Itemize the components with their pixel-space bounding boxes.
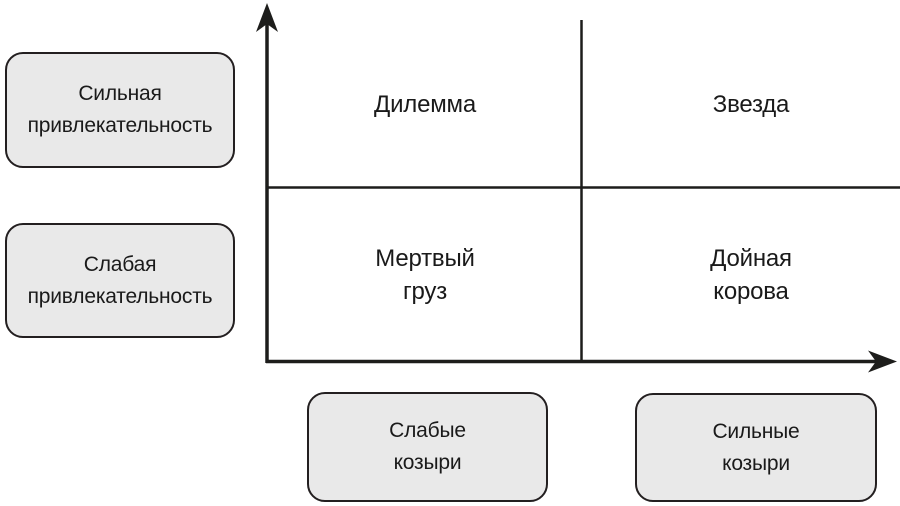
quadrant-label-text: Дойная (710, 245, 792, 272)
row-label-weak-attractiveness: Слабая привлекательность (5, 223, 235, 338)
label-line: Слабые (389, 419, 466, 442)
label-line: Сильные (712, 419, 800, 443)
label-line: Слабая (83, 252, 157, 276)
quadrant-dead-weight: Мертвый груз (270, 190, 580, 360)
x-axis-arrowhead-icon (868, 350, 897, 373)
label-line: Сильная (78, 82, 162, 105)
row-label-text: Сильная привлекательность (28, 78, 213, 142)
col-label-text: Сильные козыри (712, 416, 799, 480)
quadrant-label-text: Дилемма (374, 90, 476, 118)
quadrant-star: Звезда (592, 24, 900, 184)
label-line: козыри (393, 451, 462, 474)
quadrant-cash-cow: Дойная корова (592, 190, 900, 360)
col-label-text: Слабые козыри (389, 415, 466, 479)
y-axis-arrowhead-icon (256, 3, 278, 32)
row-label-text: Слабая привлекательность (28, 249, 213, 313)
label-line: привлекательность (27, 284, 213, 308)
quadrant-label-text: Мертвый (375, 245, 475, 272)
col-label-weak-trumps: Слабые козыри (307, 392, 548, 502)
label-line: привлекательность (27, 114, 213, 137)
quadrant-label-text: груз (402, 278, 448, 305)
quadrant-label-text: Звезда (712, 90, 790, 118)
row-label-strong-attractiveness: Сильная привлекательность (5, 52, 235, 168)
quadrant-label-text: корова (713, 278, 789, 305)
quadrant-dilemma: Дилемма (270, 24, 580, 184)
label-line: козыри (722, 451, 790, 475)
col-label-strong-trumps: Сильные козыри (635, 393, 877, 502)
